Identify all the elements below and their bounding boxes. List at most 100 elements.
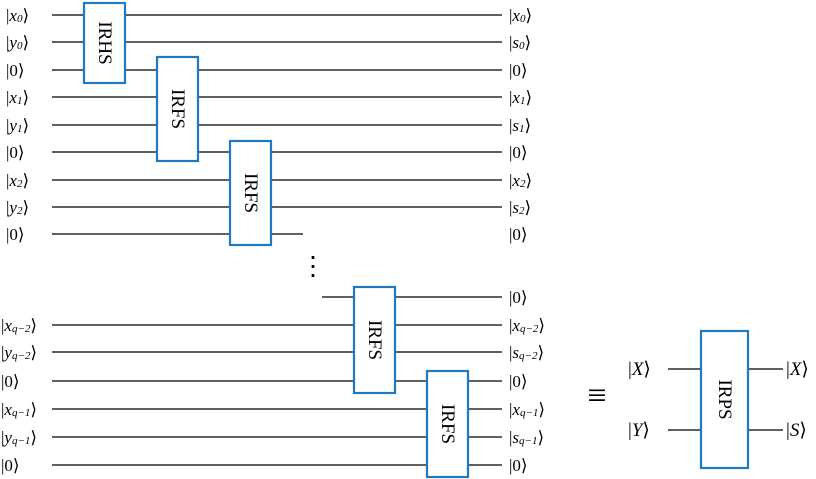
output-ket-8-symbol: 0	[512, 225, 521, 244]
input-ket-5-symbol: 0	[9, 143, 18, 162]
output-ket-mid: |0⟩	[509, 288, 528, 307]
output-ket-1: |s0⟩	[509, 33, 531, 53]
input-ket-7-symbol: y	[7, 198, 17, 217]
input-ket-5: |0⟩	[6, 143, 25, 162]
input-ket-3-symbol: x	[8, 88, 17, 107]
output-ket-2: |0⟩	[509, 61, 528, 80]
output-ket-6: |x2⟩	[509, 171, 532, 191]
input-ket-7-subscript: 2	[17, 205, 23, 217]
compact-out-bottom: |S⟩	[786, 420, 807, 441]
output-ket-6-symbol: x	[511, 171, 520, 190]
compact-in-top-symbol: X	[631, 359, 645, 380]
input-ket-4-symbol: y	[7, 116, 17, 135]
input-ket-12-subscript: q−1	[12, 407, 30, 419]
output-ket-3-symbol: x	[511, 88, 520, 107]
output-ket-14: |0⟩	[509, 456, 528, 475]
output-ket-1-symbol: s	[512, 33, 519, 52]
input-ket-11: |0⟩	[1, 372, 20, 391]
output-ket-1-subscript: 0	[519, 40, 525, 52]
output-ket-7-subscript: 2	[519, 205, 525, 217]
output-ket-5-symbol: 0	[512, 143, 521, 162]
gate-irfs-3-label: IRFS	[364, 320, 385, 360]
output-ket-11-symbol: 0	[512, 372, 521, 391]
input-ket-8-symbol: 0	[9, 225, 18, 244]
output-ket-9-subscript: q−2	[520, 323, 539, 335]
input-ket-10-symbol: y	[2, 343, 12, 362]
output-ket-7: |s2⟩	[509, 198, 531, 218]
continuation-dots: ⋮	[300, 252, 326, 281]
compact-ket-labels: |X⟩ |Y⟩ |X⟩ |S⟩	[628, 359, 809, 441]
gate-irps-label: IRPS	[714, 379, 735, 419]
input-ket-0-subscript: 0	[17, 13, 23, 25]
output-ket-3: |x1⟩	[509, 88, 532, 108]
gate-irfs-2: IRFS	[228, 139, 273, 247]
output-ket-4-symbol: s	[512, 116, 519, 135]
output-ket-10-symbol: s	[512, 343, 519, 362]
output-ket-6-subscript: 2	[520, 178, 526, 190]
wires-upper	[52, 14, 502, 235]
compact-out-top: |X⟩	[786, 359, 809, 380]
output-ket-4: |s1⟩	[509, 116, 531, 136]
input-ket-10-subscript: q−2	[12, 350, 31, 362]
output-ket-2-symbol: 0	[512, 61, 521, 80]
output-ket-4-subscript: 1	[519, 123, 525, 135]
compact-in-bottom-symbol: Y	[632, 420, 645, 441]
output-ket-10-subscript: q−2	[519, 350, 538, 362]
input-ket-9-subscript: q−2	[12, 323, 31, 335]
output-ket-5: |0⟩	[509, 143, 528, 162]
input-ket-0: |x0⟩	[6, 6, 29, 26]
compact-irps-block: IRPS	[668, 329, 783, 470]
gate-irfs-3: IRFS	[352, 285, 397, 395]
input-ket-10: |yq−2⟩	[1, 343, 37, 363]
input-ket-9: |xq−2⟩	[1, 316, 37, 336]
gate-irfs-1-label: IRFS	[167, 89, 188, 129]
output-ket-12: |xq−1⟩	[509, 400, 545, 420]
input-ket-0-symbol: x	[8, 6, 17, 25]
input-ket-6-subscript: 2	[17, 178, 23, 190]
input-ket-3-subscript: 1	[17, 95, 23, 107]
compact-out-bottom-symbol: S	[790, 420, 800, 441]
gate-irfs-4: IRFS	[425, 369, 470, 479]
input-ket-9-symbol: x	[3, 316, 12, 335]
input-ket-13-symbol: y	[2, 428, 12, 447]
output-ket-13-symbol: s	[512, 428, 519, 447]
output-ket-labels: |x0⟩ |s0⟩ |0⟩ |x1⟩ |s1⟩ |0⟩ |x2⟩ |s2⟩ |0⟩ |xq−2⟩ |…	[509, 6, 545, 475]
gate-irhs-label: IRHS	[94, 21, 115, 64]
output-ket-10: |sq−2⟩	[509, 343, 544, 363]
input-ket-6: |x2⟩	[6, 171, 29, 191]
gate-irhs: IRHS	[82, 1, 127, 85]
output-ket-9-symbol: x	[511, 316, 520, 335]
output-ket-7-symbol: s	[512, 198, 519, 217]
input-ket-2: |0⟩	[6, 61, 25, 80]
input-ket-7: |y2⟩	[6, 198, 29, 218]
output-ket-3-subscript: 1	[520, 95, 526, 107]
input-ket-13: |yq−1⟩	[1, 428, 37, 448]
output-ket-9: |xq−2⟩	[509, 316, 545, 336]
output-ket-mid-symbol: 0	[512, 288, 521, 307]
output-ket-0-symbol: x	[511, 6, 520, 25]
gate-irfs-1: IRFS	[155, 55, 200, 163]
output-ket-8: |0⟩	[509, 225, 528, 244]
output-ket-0-subscript: 0	[520, 13, 526, 25]
compact-in-bottom: |Y⟩	[628, 420, 650, 441]
input-ket-11-symbol: 0	[4, 372, 13, 391]
gate-irfs-2-label: IRFS	[240, 173, 261, 213]
compact-out-top-symbol: X	[789, 359, 803, 380]
gate-irfs-4-label: IRFS	[437, 404, 458, 444]
input-ket-13-subscript: q−1	[12, 435, 30, 447]
input-ket-2-symbol: 0	[9, 61, 18, 80]
input-ket-1-subscript: 0	[17, 40, 23, 52]
output-ket-14-symbol: 0	[512, 456, 521, 475]
output-ket-12-subscript: q−1	[520, 407, 538, 419]
input-ket-12: |xq−1⟩	[1, 400, 37, 420]
input-ket-4-subscript: 1	[17, 123, 23, 135]
input-ket-labels: |x0⟩|y0⟩|0⟩|x1⟩|y1⟩|0⟩|x2⟩|y2⟩|0⟩|xq−2⟩|…	[1, 6, 37, 475]
compact-in-top: |X⟩	[628, 359, 651, 380]
input-ket-8: |0⟩	[6, 225, 25, 244]
input-ket-3: |x1⟩	[6, 88, 29, 108]
input-ket-14-symbol: 0	[4, 456, 13, 475]
output-ket-13-subscript: q−1	[519, 435, 537, 447]
output-ket-0: |x0⟩	[509, 6, 532, 26]
input-ket-1-symbol: y	[7, 33, 17, 52]
